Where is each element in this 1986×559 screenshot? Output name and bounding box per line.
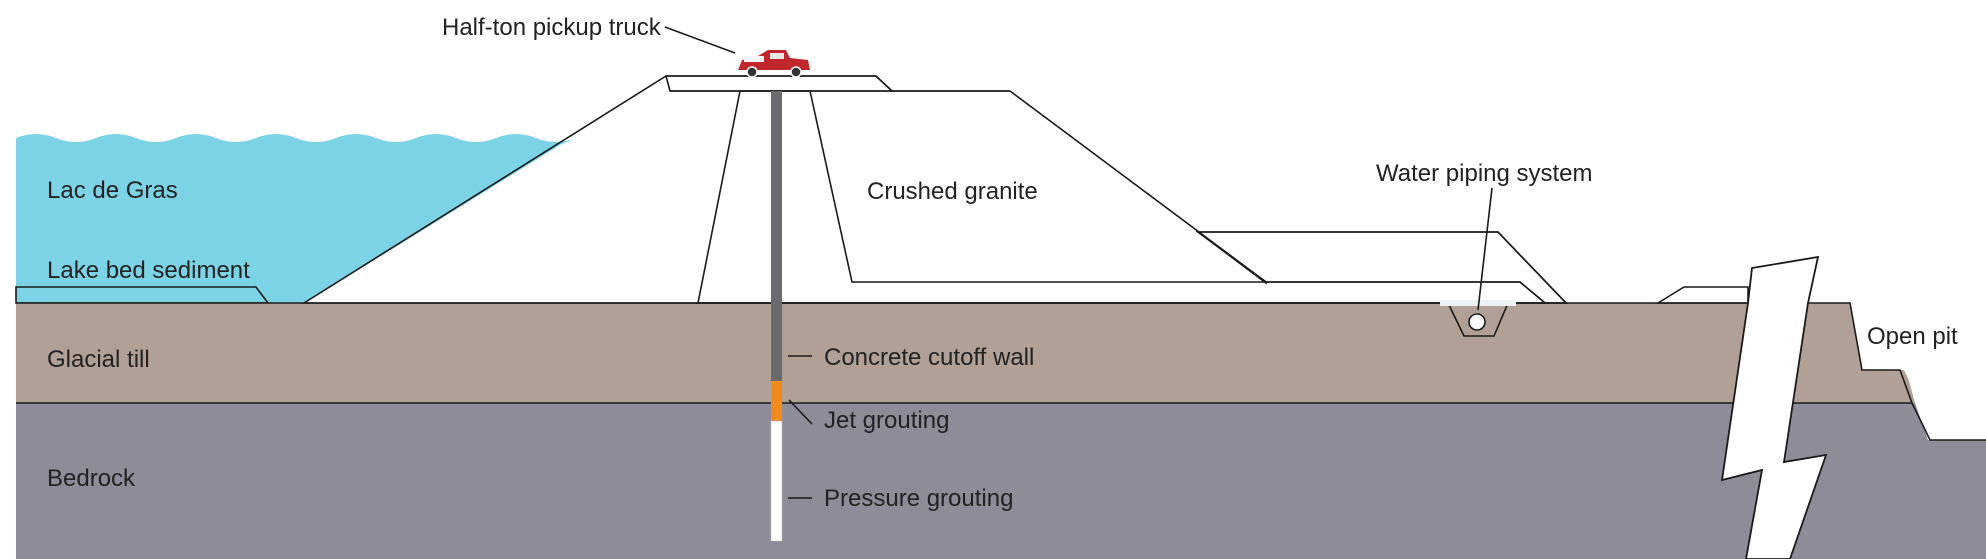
open-pit-bench-outline-lower: [1911, 402, 1986, 441]
label-jet-grouting: Jet grouting: [824, 407, 949, 434]
bedrock-layer: [16, 403, 1986, 559]
label-sediment: Lake bed sediment: [47, 257, 250, 284]
jet-leader: [788, 399, 813, 425]
pickup-truck-icon: [738, 50, 810, 78]
break-mark-left: [1720, 255, 1828, 559]
glacial-till-layer: [16, 303, 1986, 403]
label-bedrock: Bedrock: [47, 465, 136, 492]
lower-berm: [1195, 231, 1568, 304]
label-crushed-granite: Crushed granite: [867, 178, 1038, 205]
jet-grouting-segment: [771, 381, 782, 421]
label-water-piping: Water piping system: [1376, 160, 1593, 187]
concrete-cutoff-wall: [771, 91, 782, 381]
label-cutoff-wall: Concrete cutoff wall: [824, 344, 1034, 371]
dike-crest: [664, 75, 895, 92]
label-pressure-grouting: Pressure grouting: [824, 485, 1013, 512]
label-glacial-till: Glacial till: [47, 346, 150, 373]
label-open-pit: Open pit: [1867, 323, 1958, 350]
truck-leader: [664, 26, 736, 54]
water-pipe-icon: [1468, 313, 1486, 331]
open-pit-cut-fill: [1836, 300, 1986, 440]
open-pit-sand-pad: [1655, 286, 1749, 304]
label-truck: Half-ton pickup truck: [442, 14, 662, 41]
pressure-grouting-segment: [770, 420, 783, 542]
lake-water: [16, 134, 576, 303]
label-lake: Lac de Gras: [47, 177, 178, 204]
open-pit-bench-outline: [1836, 302, 1913, 404]
piping-leader: [1477, 187, 1493, 311]
dike-core-zone: [697, 90, 1548, 304]
